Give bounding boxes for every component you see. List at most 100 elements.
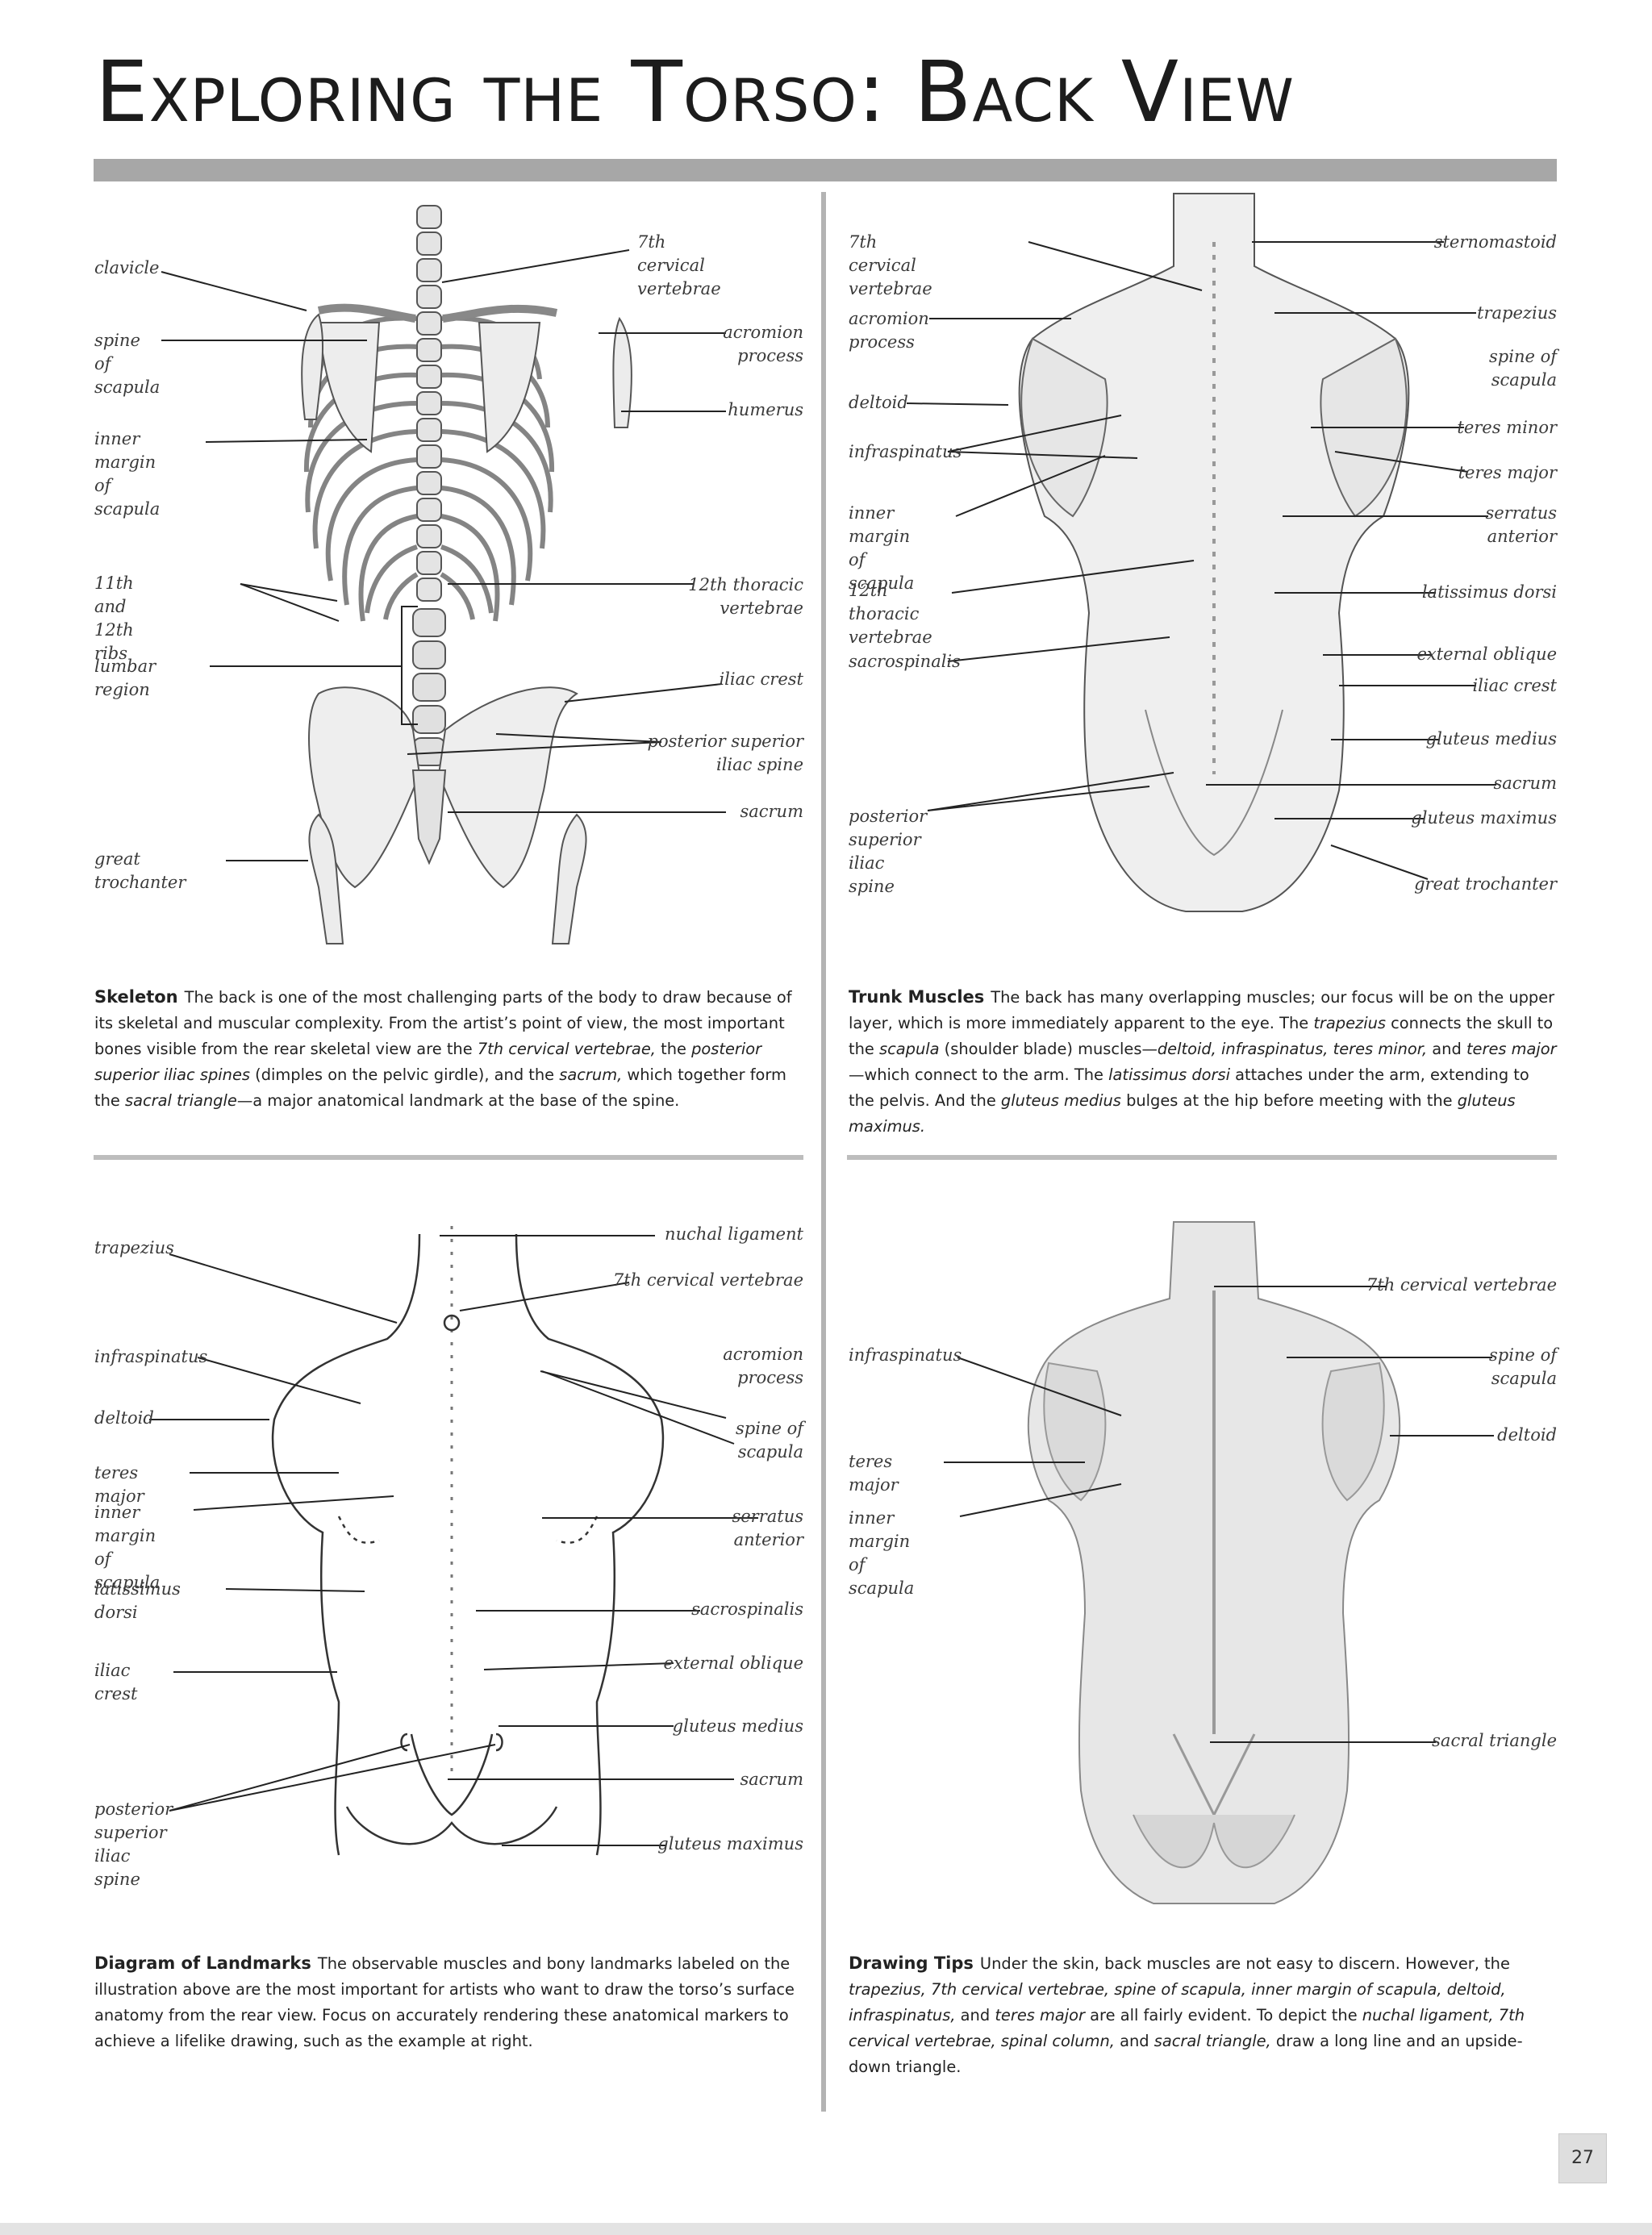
title-rule — [94, 159, 1557, 181]
label-sacrospinalis: sacrospinalis — [849, 652, 961, 671]
label-serratus-anterior: serratus anterior — [732, 1507, 803, 1549]
caption-emphasis: trapezius, 7th cervical vertebrae, spine… — [849, 1980, 1506, 2024]
spinal-column — [412, 205, 446, 766]
label-7th-cervical-vertebrae: 7th cervical vertebrae — [1366, 1275, 1557, 1295]
caption-emphasis: sacrum, — [559, 1065, 623, 1084]
label-sacrum: sacrum — [1493, 773, 1557, 793]
label-iliac-crest: iliac crest — [719, 669, 803, 689]
caption-emphasis: teres major — [1466, 1040, 1557, 1058]
label-humerus: humerus — [728, 400, 803, 419]
page-number: 27 — [1558, 2133, 1607, 2183]
label-great-trochanter: great trochanter — [1414, 874, 1557, 894]
caption-emphasis: posterior superior iliac spines — [94, 1040, 762, 1084]
column-divider — [821, 192, 826, 2112]
caption-text: and — [1427, 1040, 1466, 1058]
muscles-leader-lines — [906, 241, 1496, 880]
label-latissimus-dorsi: latissimus dorsi — [94, 1579, 181, 1622]
label-lumbar-region: lumbar region — [94, 657, 156, 699]
label-infraspinatus: infraspinatus — [849, 1345, 962, 1365]
label-nuchal-ligament: nuchal ligament — [665, 1224, 803, 1244]
landmarks-line-drawing — [149, 1226, 758, 1856]
label-7th-cervical-vertebrae: 7th cervical vertebrae — [849, 232, 932, 298]
caption-text: The back is one of the most challenging … — [94, 988, 792, 1058]
caption-text: draw a long line and an upside-down tria… — [849, 2032, 1523, 2076]
label-spine-of-scapula: spine of scapula — [94, 331, 161, 397]
label-gluteus-medius: gluteus medius — [1425, 729, 1557, 748]
label-serratus-anterior: serratus anterior — [1485, 503, 1557, 546]
label-12th-thoracic-vertebrae: 12th thoracic vertebrae — [688, 575, 803, 618]
shaded-back-drawing — [944, 1221, 1494, 1904]
label-infraspinatus: infraspinatus — [94, 1347, 208, 1366]
page-title: Exploring the Torso: Back View — [95, 43, 1295, 141]
label-posterior-superior-iliac-spine: posterior superior iliac spine — [849, 807, 928, 896]
caption-emphasis: gluteus maximus. — [849, 1091, 1516, 1136]
label-acromion-process: acromion process — [849, 309, 929, 352]
label-iliac-crest: iliac crest — [94, 1661, 138, 1703]
label-inner-margin-of-scapula: inner margin of scapula — [849, 1508, 915, 1598]
caption-text: and — [955, 2006, 995, 2024]
caption-text: are all fairly evident. To depict the — [1085, 2006, 1362, 2024]
right-scapula — [478, 322, 541, 453]
caption-emphasis: latissimus dorsi — [1108, 1065, 1231, 1084]
label-external-oblique: external oblique — [1416, 644, 1557, 664]
label-posterior-superior-iliac-spine: posterior superior iliac spine — [647, 732, 803, 774]
sacrum-shape — [411, 769, 447, 865]
label-12th-thoracic-vertebrae: 12th thoracic vertebrae — [849, 581, 932, 647]
caption-text: (shoulder blade) muscles— — [939, 1040, 1158, 1058]
caption-emphasis: scapula — [879, 1040, 940, 1058]
label-7th-cervical-vertebrae: 7th cervical vertebrae — [612, 1270, 803, 1290]
label-spine-of-scapula: spine of scapula — [736, 1419, 803, 1462]
label-sacral-triangle: sacral triangle — [1432, 1731, 1557, 1750]
label-inner-margin-of-scapula: inner margin of scapula — [94, 1503, 161, 1592]
caption-heading: Skeleton — [94, 987, 178, 1007]
label-iliac-crest: iliac crest — [1472, 676, 1557, 695]
drawing-caption: Drawing Tips Under the skin, back muscles… — [849, 1950, 1558, 2080]
caption-text: which together form the — [94, 1065, 786, 1110]
right-section-divider — [847, 1155, 1557, 1160]
label-gluteus-maximus: gluteus maximus — [657, 1834, 803, 1853]
label-teres-major: teres major — [94, 1463, 144, 1506]
label-7th-cervical-vertebrae: 7th cervical vertebrae — [637, 232, 721, 298]
label-external-oblique: external oblique — [663, 1653, 803, 1673]
label-great-trochanter: great trochanter — [94, 849, 186, 892]
caption-text: connects the skull to the — [849, 1014, 1554, 1058]
caption-heading: Trunk Muscles — [849, 987, 985, 1007]
label-sacrum: sacrum — [740, 1770, 803, 1789]
label-sacrospinalis: sacrospinalis — [691, 1599, 803, 1619]
caption-text: —which connect to the arm. The — [849, 1065, 1109, 1084]
clavicle-shape — [317, 303, 558, 323]
skeleton-leader-lines — [161, 249, 726, 861]
caption-emphasis: nuchal ligament, 7th cervical vertebrae,… — [849, 2006, 1525, 2050]
caption-emphasis: deltoid, infraspinatus, teres minor, — [1157, 1040, 1428, 1058]
caption-text: Under the skin, back muscles are not eas… — [979, 1954, 1510, 1973]
pelvis — [308, 686, 421, 889]
caption-emphasis: sacral triangle — [125, 1091, 237, 1110]
label-infraspinatus: infraspinatus — [849, 442, 962, 461]
caption-text: the — [655, 1040, 692, 1058]
label-deltoid: deltoid — [1497, 1425, 1557, 1445]
caption-text: bulges at the hip before meeting with th… — [1120, 1091, 1458, 1110]
caption-emphasis: gluteus medius — [1000, 1091, 1121, 1110]
caption-emphasis: 7th cervical vertebrae, — [477, 1040, 656, 1058]
landmarks-leader-lines — [149, 1235, 758, 1846]
left-section-divider — [94, 1155, 803, 1160]
caption-text: attaches under the arm, extending to the… — [849, 1065, 1529, 1110]
caption-heading: Diagram of Landmarks — [94, 1954, 311, 1973]
label-spine-of-scapula: spine of scapula — [1489, 1345, 1557, 1388]
caption-text: The observable muscles and bony landmark… — [94, 1954, 795, 2050]
label-deltoid: deltoid — [94, 1408, 154, 1428]
label-spine-of-scapula: spine of scapula — [1489, 347, 1557, 390]
label-deltoid: deltoid — [849, 393, 908, 412]
caption-emphasis: sacral triangle, — [1153, 2032, 1271, 2050]
caption-emphasis: trapezius — [1313, 1014, 1386, 1032]
caption-heading: Drawing Tips — [849, 1954, 974, 1973]
label-teres-major: teres major — [849, 1452, 899, 1495]
skeleton-illustration — [161, 205, 726, 944]
label-latissimus-dorsi: latissimus dorsi — [1421, 582, 1557, 602]
label-acromion-process: acromion process — [723, 323, 803, 365]
label-sacrum: sacrum — [740, 802, 803, 821]
label-inner-margin-of-scapula: inner margin of scapula — [849, 503, 915, 593]
label-posterior-superior-iliac-spine: posterior superior iliac spine — [94, 1799, 173, 1889]
drawing-leader-lines — [944, 1286, 1494, 1743]
